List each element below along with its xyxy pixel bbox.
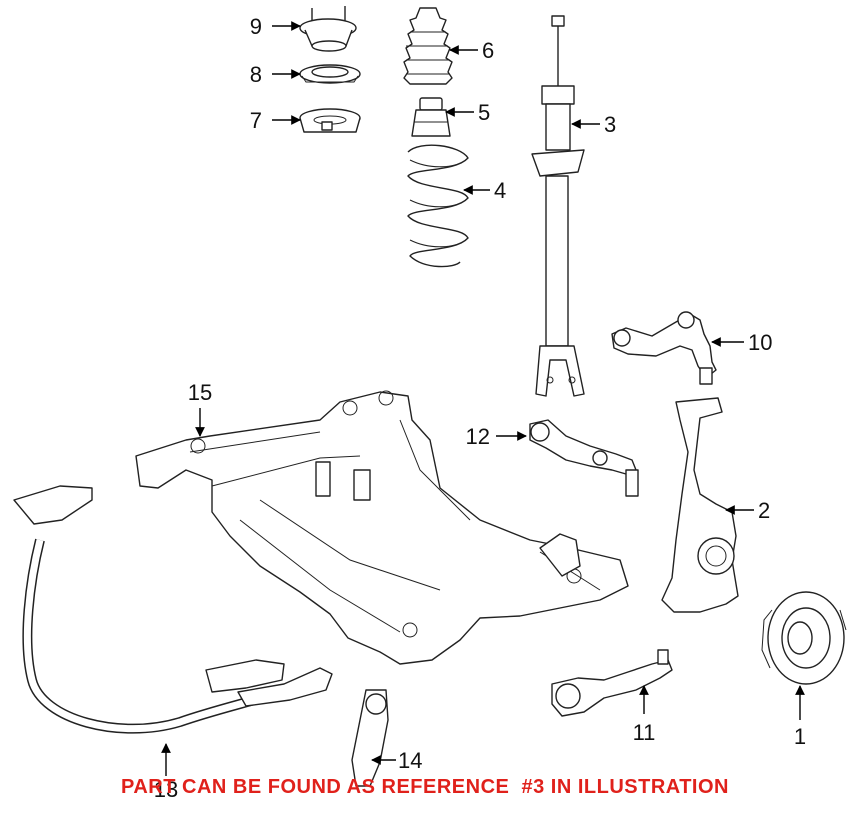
wheel-hub-bearing-part [761, 591, 847, 685]
callout-1: 1 [794, 724, 806, 749]
callout-15: 15 [188, 380, 212, 405]
callout-10: 10 [748, 330, 772, 355]
callout-6: 6 [482, 38, 494, 63]
coil-spring-part [407, 144, 469, 268]
callout-3: 3 [604, 112, 616, 137]
callout-7: 7 [250, 108, 262, 133]
callout-4: 4 [494, 178, 506, 203]
reference-caption: PART CAN BE FOUND AS REFERENCE #3 IN ILL… [121, 776, 729, 798]
callout-11: 11 [633, 720, 656, 745]
strut-bearing-part [299, 64, 361, 84]
upper-strut-mount-part [299, 6, 357, 52]
front-lower-link-part [529, 419, 639, 497]
upper-control-arm-part [611, 311, 717, 385]
steering-knuckle-part [661, 397, 739, 613]
callout-14: 14 [398, 748, 422, 773]
bump-stop-part [411, 97, 451, 137]
dust-boot-part [403, 7, 453, 85]
callout-labels: 9 8 7 6 5 4 3 10 15 12 2 11 1 14 13 [154, 14, 806, 802]
callout-leaders [161, 21, 805, 776]
rear-lower-control-arm-part [551, 649, 673, 717]
callout-9: 9 [250, 14, 262, 39]
callout-13: 13 [154, 777, 178, 802]
callout-12: 12 [466, 424, 490, 449]
callout-8: 8 [250, 62, 262, 87]
callout-2: 2 [758, 498, 770, 523]
stabilizer-bar-part [13, 485, 333, 734]
spring-seat-part [299, 108, 361, 133]
tension-strut-part [351, 689, 389, 787]
front-subframe-part [135, 390, 629, 665]
shock-strut-part [531, 15, 585, 397]
callout-5: 5 [478, 100, 490, 125]
